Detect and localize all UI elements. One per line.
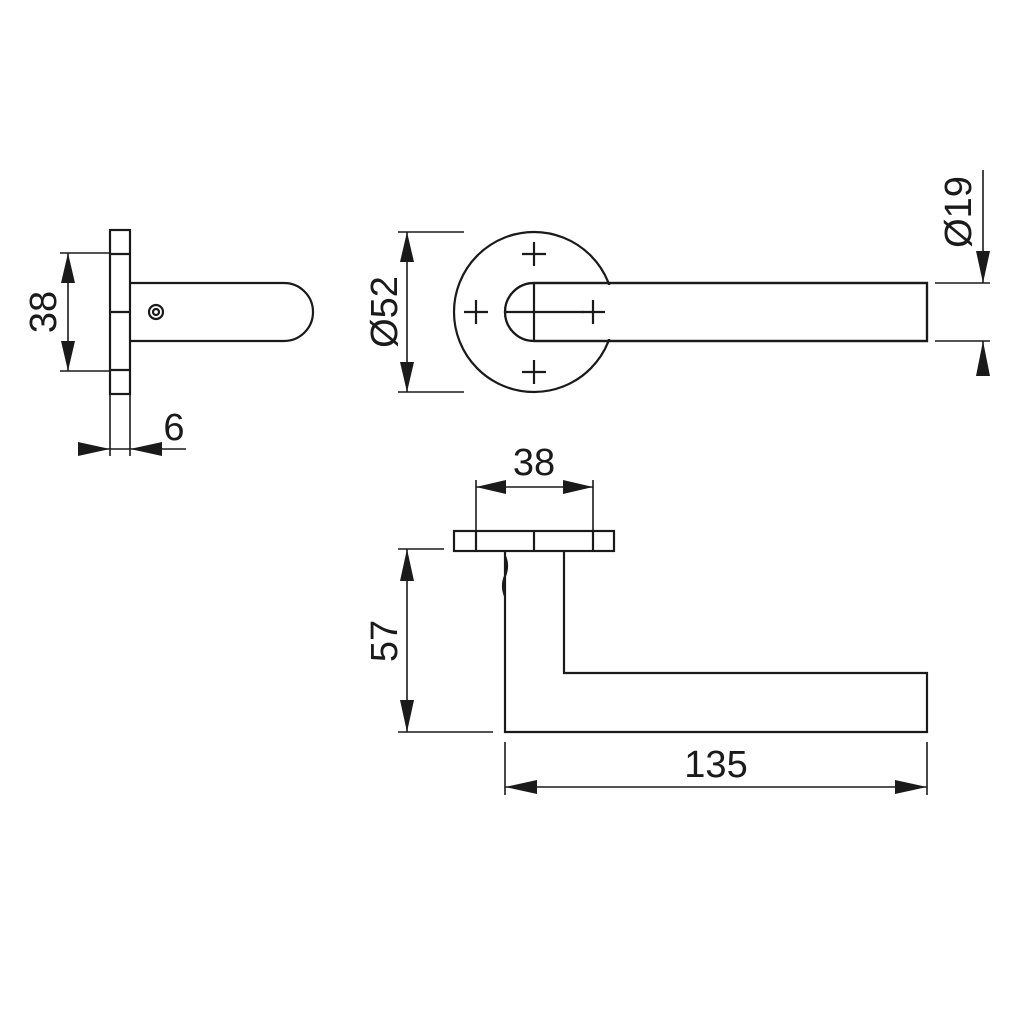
lever-diameter-label: Ø19 bbox=[938, 176, 980, 248]
rose-diameter-label: Ø52 bbox=[364, 276, 406, 348]
rose-thickness-label: 6 bbox=[163, 407, 184, 449]
dim-19-arrow-bottom bbox=[976, 341, 990, 376]
lever-height-label: 57 bbox=[364, 620, 406, 662]
grub-screw-icon bbox=[147, 303, 165, 321]
dim-52-arrow-bottom bbox=[400, 362, 414, 392]
dim-6-arrow-left bbox=[78, 442, 110, 456]
dim-57-arrow-top bbox=[400, 549, 414, 581]
side-rose-height-label: 38 bbox=[23, 291, 65, 333]
dim-38b-arrow-right bbox=[563, 480, 593, 494]
grub-screw-center-icon bbox=[151, 307, 161, 317]
dim-135-arrow-right bbox=[895, 780, 927, 794]
dim-38-arrow-top bbox=[61, 253, 75, 283]
dim-38-arrow-bottom bbox=[61, 341, 75, 371]
screw-cross-bottom-icon bbox=[522, 360, 546, 384]
front-lever-fill bbox=[507, 285, 925, 339]
screw-cross-left-icon bbox=[464, 300, 488, 324]
dim-6-arrow-right bbox=[130, 442, 162, 456]
rose-width-label: 38 bbox=[513, 442, 555, 484]
side-view: 38 6 bbox=[23, 228, 315, 456]
side-lever-profile bbox=[130, 281, 315, 343]
dim-38b-arrow-left bbox=[476, 480, 506, 494]
dim-19-arrow-top bbox=[976, 251, 990, 283]
top-lever-l-shape bbox=[503, 551, 929, 734]
front-view: Ø52 Ø19 bbox=[364, 170, 990, 394]
front-lever-outline bbox=[503, 281, 929, 343]
dim-135-arrow-left bbox=[505, 780, 537, 794]
top-view: 38 57 135 bbox=[364, 442, 929, 795]
dim-52-arrow-top bbox=[400, 232, 414, 262]
screw-cross-top-icon bbox=[522, 242, 546, 266]
dim-57-arrow-bottom bbox=[400, 700, 414, 732]
lever-length-label: 135 bbox=[684, 744, 747, 786]
screw-cross-right-icon bbox=[581, 300, 605, 324]
top-lever-break-mark bbox=[501, 555, 509, 597]
